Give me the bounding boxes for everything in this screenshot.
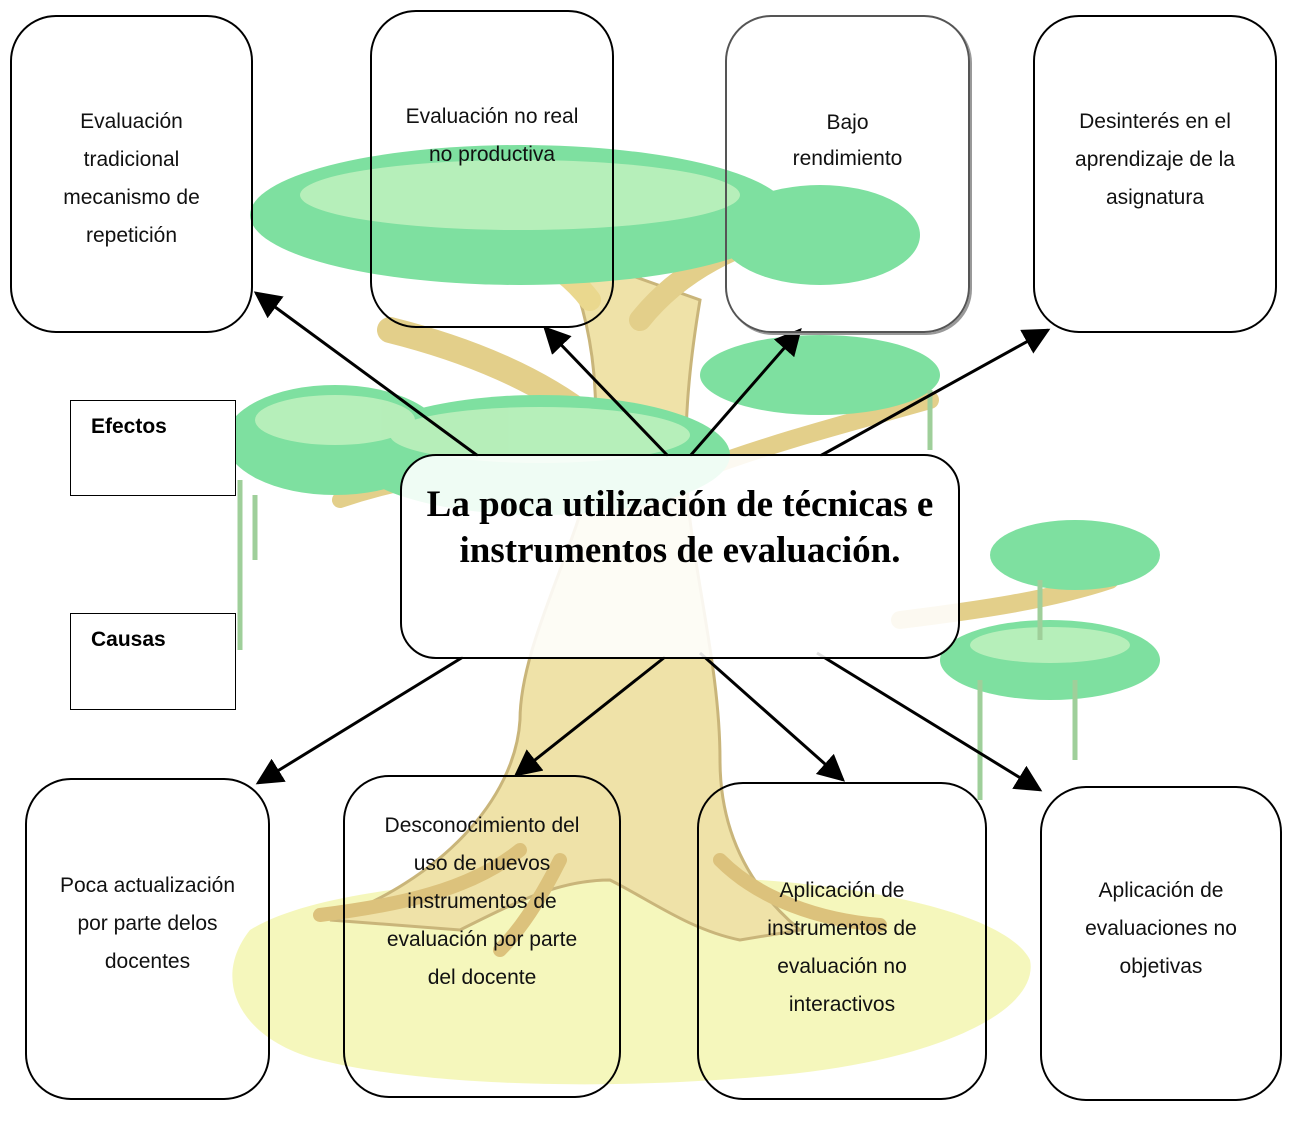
effect-text-2: Evaluación no real no productiva (405, 105, 579, 166)
cause-text-4: Aplicación de evaluaciones no objetivas (1085, 879, 1237, 978)
arrow-to-cause-4 (816, 651, 1043, 792)
effect-box-2: Evaluación no real no productiva (370, 10, 614, 328)
canopy-mid-right (700, 335, 940, 415)
cause-text-1: Poca actualización por parte delos docen… (59, 874, 236, 973)
arrow-to-effect-4 (819, 328, 1051, 458)
cause-text-2: Desconocimiento del uso de nuevos instru… (384, 814, 580, 989)
canopy-far-right-highlight (970, 627, 1130, 663)
causes-label: Causas (91, 628, 166, 651)
arrow-to-effect-3 (688, 327, 802, 457)
effects-label-box: Efectos (70, 400, 236, 496)
effect-box-3: Bajo rendimiento (725, 15, 970, 333)
arrow-to-cause-3 (699, 651, 846, 782)
cause-box-3: Aplicación de instrumentos de evaluación… (697, 782, 987, 1100)
cause-box-2: Desconocimiento del uso de nuevos instru… (343, 775, 621, 1098)
foliage-highlights (255, 160, 1130, 663)
cause-text-3: Aplicación de instrumentos de evaluación… (767, 879, 917, 1016)
canopy-center-highlight (390, 407, 690, 463)
causes-label-box: Causas (70, 613, 236, 710)
canopy-top-highlight (300, 160, 740, 230)
effect-text-4: Desinterés en el aprendizaje de la asign… (1075, 110, 1235, 209)
arrow-to-cause-1 (255, 655, 464, 785)
effect-text-3: Bajo rendimiento (792, 111, 903, 170)
canopy-mid-left-highlight (255, 395, 415, 445)
effect-text-1: Evaluación tradicional mecanismo de repe… (63, 110, 200, 247)
arrow-to-effect-2 (543, 326, 670, 458)
canopy-right (990, 520, 1160, 590)
central-problem-text: La poca utilización de técnicas e instru… (426, 484, 934, 571)
roots (313, 843, 887, 957)
cause-box-1: Poca actualización por parte delos docen… (25, 778, 270, 1100)
arrow-to-cause-2 (513, 655, 666, 777)
arrow-to-effect-1 (253, 291, 479, 458)
cause-box-4: Aplicación de evaluaciones no objetivas (1040, 786, 1282, 1101)
effects-label: Efectos (91, 415, 167, 438)
hanging-moss (237, 390, 1078, 800)
central-problem-box: La poca utilización de técnicas e instru… (400, 454, 960, 659)
canopy-top-right (720, 185, 920, 285)
effect-box-1: Evaluación tradicional mecanismo de repe… (10, 15, 253, 333)
effect-box-4: Desinterés en el aprendizaje de la asign… (1033, 15, 1277, 333)
